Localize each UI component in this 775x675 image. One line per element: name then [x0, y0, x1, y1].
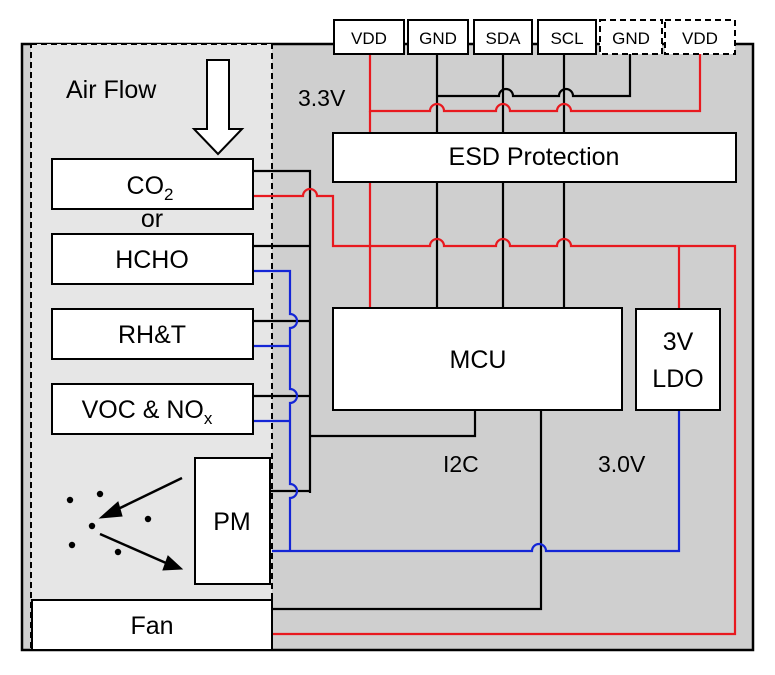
i2c-wires	[253, 54, 632, 611]
or-label: or	[141, 205, 163, 233]
ldo-label-line2: LDO	[652, 365, 703, 393]
pin-gnd-optional	[599, 19, 663, 55]
pin-vdd-optional-label: VDD	[682, 29, 718, 48]
pin-sda-label: SDA	[486, 29, 522, 48]
pm-sensor-label: PM	[213, 508, 251, 536]
ldo-label-line1: 3V	[663, 328, 694, 356]
connector-pins: VDD GND SDA SCL GND VDD	[333, 19, 736, 55]
power-3v3-wires	[253, 54, 737, 636]
pin-vdd	[333, 19, 405, 55]
pin-gnd-optional-label: GND	[612, 29, 650, 48]
hcho-sensor-label: HCHO	[115, 246, 189, 274]
power-3v0-wires	[253, 269, 681, 553]
rht-sensor-label: RH&T	[118, 321, 186, 349]
voc-nox-sensor-block	[51, 383, 254, 435]
air-flow-label: Air Flow	[66, 76, 157, 104]
mcu-label: MCU	[450, 346, 507, 374]
pin-vdd-optional	[664, 19, 736, 55]
pin-scl-label: SCL	[550, 29, 583, 48]
pin-gnd	[407, 19, 469, 55]
pin-sda	[473, 19, 533, 55]
rht-sensor-block	[51, 308, 254, 360]
pin-gnd-label: GND	[419, 29, 457, 48]
esd-protection-block	[332, 132, 737, 183]
co2-sensor-label: CO2	[127, 172, 174, 204]
particle-flow-arrows	[98, 476, 184, 571]
voltage-3v3-label: 3.3V	[298, 85, 346, 111]
ldo-block	[635, 308, 721, 411]
pm-sensor-block	[194, 457, 271, 585]
co2-sensor-block	[51, 158, 254, 210]
air-flow-arrow	[191, 59, 245, 156]
particles-illustration	[66, 490, 152, 556]
voc-nox-sensor-label: VOC & NOx	[82, 396, 213, 428]
hcho-sensor-block	[51, 233, 254, 285]
i2c-bus-label: I2C	[443, 451, 479, 477]
esd-protection-label: ESD Protection	[449, 143, 620, 171]
fan-block	[31, 599, 273, 651]
pin-vdd-label: VDD	[351, 29, 387, 48]
pin-scl	[537, 19, 597, 55]
voltage-3v0-label: 3.0V	[598, 451, 646, 477]
fan-label: Fan	[130, 612, 173, 640]
mcu-block	[332, 307, 623, 411]
